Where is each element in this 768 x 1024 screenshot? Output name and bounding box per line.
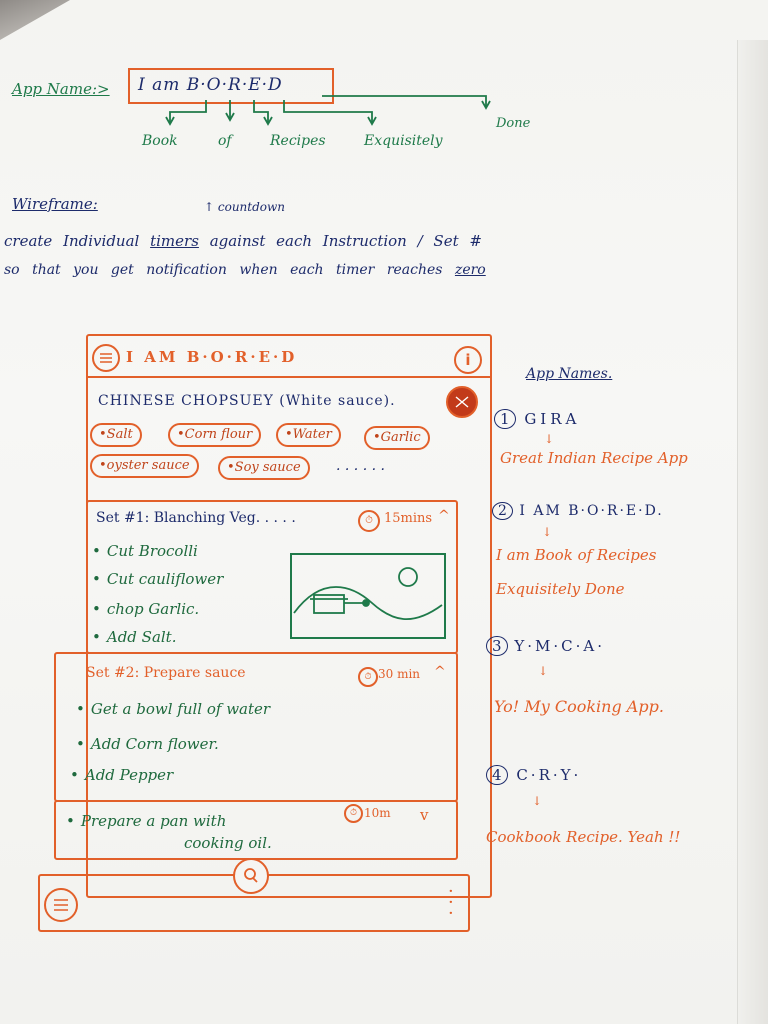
set-1-timer[interactable]: 15mins <box>384 511 433 526</box>
set-1-step: Add Salt. <box>92 628 177 646</box>
phone-app-title: I AM B·O·R·E·D <box>126 348 298 366</box>
option-expansion: Exquisitely Done <box>496 580 625 598</box>
down-arrow-icon: ↓ <box>544 432 555 446</box>
ingredients-more: . . . . . . <box>336 458 385 474</box>
app-names-title: App Names. <box>526 366 613 382</box>
set-3-step-line-2: cooking oil. <box>184 834 272 852</box>
set-1-step: Cut cauliflower <box>92 570 223 588</box>
app-name-box <box>128 68 334 104</box>
app-name-option: 1 GIRA <box>494 409 581 429</box>
acronym-of: of <box>218 133 232 149</box>
phone-appbar-divider <box>88 376 490 378</box>
set-2-step: Get a bowl full of water <box>76 700 270 718</box>
caret-note: ↑ countdown <box>204 200 286 214</box>
option-expansion: I am Book of Recipes <box>496 546 657 564</box>
acronym-book: Book <box>142 133 178 149</box>
wireframe-line-1a: create Individual <box>4 232 140 250</box>
option-acronym: C·R·Y· <box>516 766 582 784</box>
app-name-label: App Name:> <box>12 80 110 98</box>
option-number: 3 <box>486 636 508 656</box>
info-icon[interactable]: i <box>454 346 482 374</box>
timer-icon: ⏱ <box>358 510 380 532</box>
acronym-exquisitely: Exquisitely <box>364 133 443 149</box>
acronym-recipes: Recipes <box>270 133 326 149</box>
set-2-title: Set #2: Prepare sauce <box>86 665 246 681</box>
wireframe-timers: timers <box>150 232 199 250</box>
wireframe-line-1b: against each Instruction / Set # <box>209 232 482 250</box>
acronym-done: Done <box>496 116 531 131</box>
wireframe-line-2: so that you get notification when each t… <box>4 262 486 278</box>
app-name-option: 4 C·R·Y· <box>486 765 582 785</box>
chevron-up-icon[interactable]: ^ <box>438 508 450 524</box>
ingredient-chip[interactable]: •Garlic <box>364 426 430 450</box>
option-acronym: Y·M·C·A· <box>514 637 605 655</box>
hamburger-menu-icon[interactable] <box>92 344 120 372</box>
down-arrow-icon: ↓ <box>538 664 549 678</box>
option-number: 2 <box>492 502 513 520</box>
set-3-step-line-1: Prepare a pan with <box>66 812 227 830</box>
option-expansion: Cookbook Recipe. Yeah !! <box>486 828 681 846</box>
set-2-step: Add Pepper <box>70 766 173 784</box>
recipe-avatar[interactable] <box>446 386 478 418</box>
option-number: 4 <box>486 765 508 785</box>
ingredient-chip[interactable]: •Salt <box>90 423 142 447</box>
down-arrow-icon: ↓ <box>542 525 553 539</box>
app-name-option: 2 I AM B·O·R·E·D. <box>492 502 664 520</box>
ingredient-chip[interactable]: •Water <box>276 423 341 447</box>
ingredient-chip[interactable]: •oyster sauce <box>90 454 199 478</box>
set-1-step: Cut Brocolli <box>92 542 198 560</box>
search-icon[interactable] <box>233 858 269 894</box>
paper-stack-edge <box>737 40 768 1024</box>
option-expansion: Great Indian Recipe App <box>500 449 688 467</box>
recipe-title: CHINESE CHOPSUEY (White sauce). <box>98 393 396 409</box>
acronym-arrows <box>165 95 491 126</box>
more-vert-icon[interactable]: ··· <box>448 881 454 924</box>
wireframe-zero: zero <box>454 262 486 278</box>
wireframe-line-1: create Individual timers against each In… <box>4 232 482 250</box>
timer-icon: ⏱ <box>358 667 378 687</box>
option-acronym: I AM B·O·R·E·D. <box>519 503 664 519</box>
chevron-up-icon[interactable]: ^ <box>434 664 446 680</box>
ingredient-chip[interactable]: •Soy sauce <box>218 456 310 480</box>
bottom-menu-icon[interactable] <box>44 888 78 922</box>
app-name-text: I am B·O·R·E·D <box>138 75 283 95</box>
set-1-title: Set #1: Blanching Veg. . . . . <box>96 510 296 526</box>
chevron-down-icon[interactable]: v <box>420 806 429 824</box>
caret-note-text: countdown <box>217 200 286 214</box>
set-1-step: chop Garlic. <box>92 600 199 618</box>
option-number: 1 <box>494 409 516 429</box>
ingredient-chip[interactable]: •Corn flour <box>168 423 262 447</box>
option-expansion: Yo! My Cooking App. <box>494 697 664 716</box>
recipe-image-placeholder <box>290 553 446 639</box>
wireframe-title: Wireframe: <box>12 195 98 213</box>
set-2-timer[interactable]: 30 min <box>378 667 421 681</box>
down-arrow-icon: ↓ <box>532 794 543 808</box>
set-2-step: Add Corn flower. <box>76 735 219 753</box>
timer-icon: ⏱ <box>344 804 363 823</box>
app-name-option: 3 Y·M·C·A· <box>486 636 605 656</box>
set-3-timer[interactable]: 10m <box>364 806 391 820</box>
option-acronym: GIRA <box>524 410 581 428</box>
wireframe-line-2a: so that you get notification when each t… <box>4 262 443 278</box>
